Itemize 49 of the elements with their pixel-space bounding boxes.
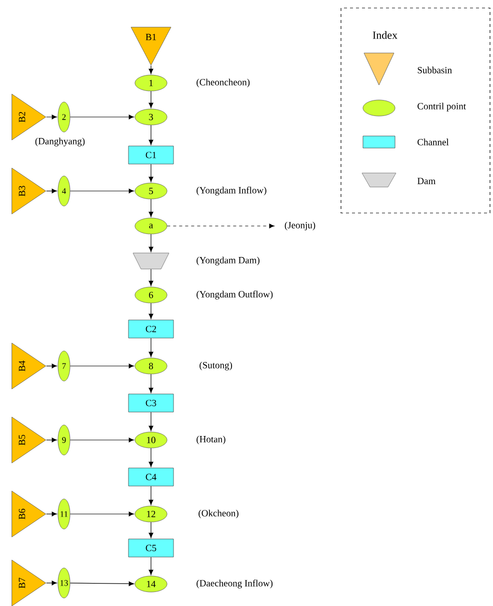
place-label: (Yongdam Inflow) — [196, 186, 266, 196]
arrow — [148, 268, 154, 286]
place-label: (Cheoncheon) — [196, 78, 250, 88]
arrow — [166, 224, 274, 228]
place-label: (Daecheong Inflow) — [196, 580, 273, 588]
place-label: (Jeonju) — [284, 222, 316, 230]
arrow — [70, 438, 134, 442]
arrow — [148, 374, 154, 393]
arrow — [148, 522, 154, 538]
arrow — [148, 164, 154, 182]
arrow — [148, 302, 154, 319]
place-label: (Yongdam Dam) — [196, 256, 260, 266]
dam-shape — [132, 252, 170, 270]
arrow — [148, 412, 154, 431]
arrow — [148, 90, 154, 108]
place-label: (Okcheon) — [198, 510, 238, 518]
channel-box: C3 — [128, 394, 174, 412]
place-label: (Hotan) — [196, 436, 226, 444]
channel-box: C1 — [128, 146, 174, 164]
legend-label: Dam — [417, 178, 436, 184]
arrow — [148, 556, 154, 575]
arrow — [46, 580, 57, 586]
arrow — [70, 188, 134, 194]
arrow — [46, 438, 57, 442]
channel-box: C4 — [128, 468, 174, 486]
place-label: (Yongdam Outflow) — [196, 290, 273, 300]
arrow — [148, 338, 154, 357]
arrow — [148, 234, 154, 252]
legend-label: Contril point — [418, 102, 466, 112]
arrow — [70, 512, 134, 516]
arrow — [148, 198, 154, 217]
channel-box: C2 — [128, 320, 174, 338]
arrow — [46, 364, 57, 368]
legend-title: Index — [372, 31, 398, 39]
legend-label: Subbasin — [418, 66, 452, 74]
arrow — [148, 486, 154, 505]
arrow — [148, 124, 154, 145]
arrow — [46, 188, 57, 194]
arrow — [70, 114, 134, 120]
place-label: (Sutong) — [200, 362, 232, 370]
legend-label: Channel — [418, 138, 449, 146]
arrow — [70, 582, 134, 586]
arrow — [46, 512, 57, 516]
arrow — [148, 448, 154, 467]
arrow — [70, 364, 134, 368]
arrow — [148, 65, 154, 74]
place-label: (Danghyang) — [35, 138, 85, 146]
arrow — [46, 114, 57, 120]
channel-box: C5 — [128, 538, 174, 558]
